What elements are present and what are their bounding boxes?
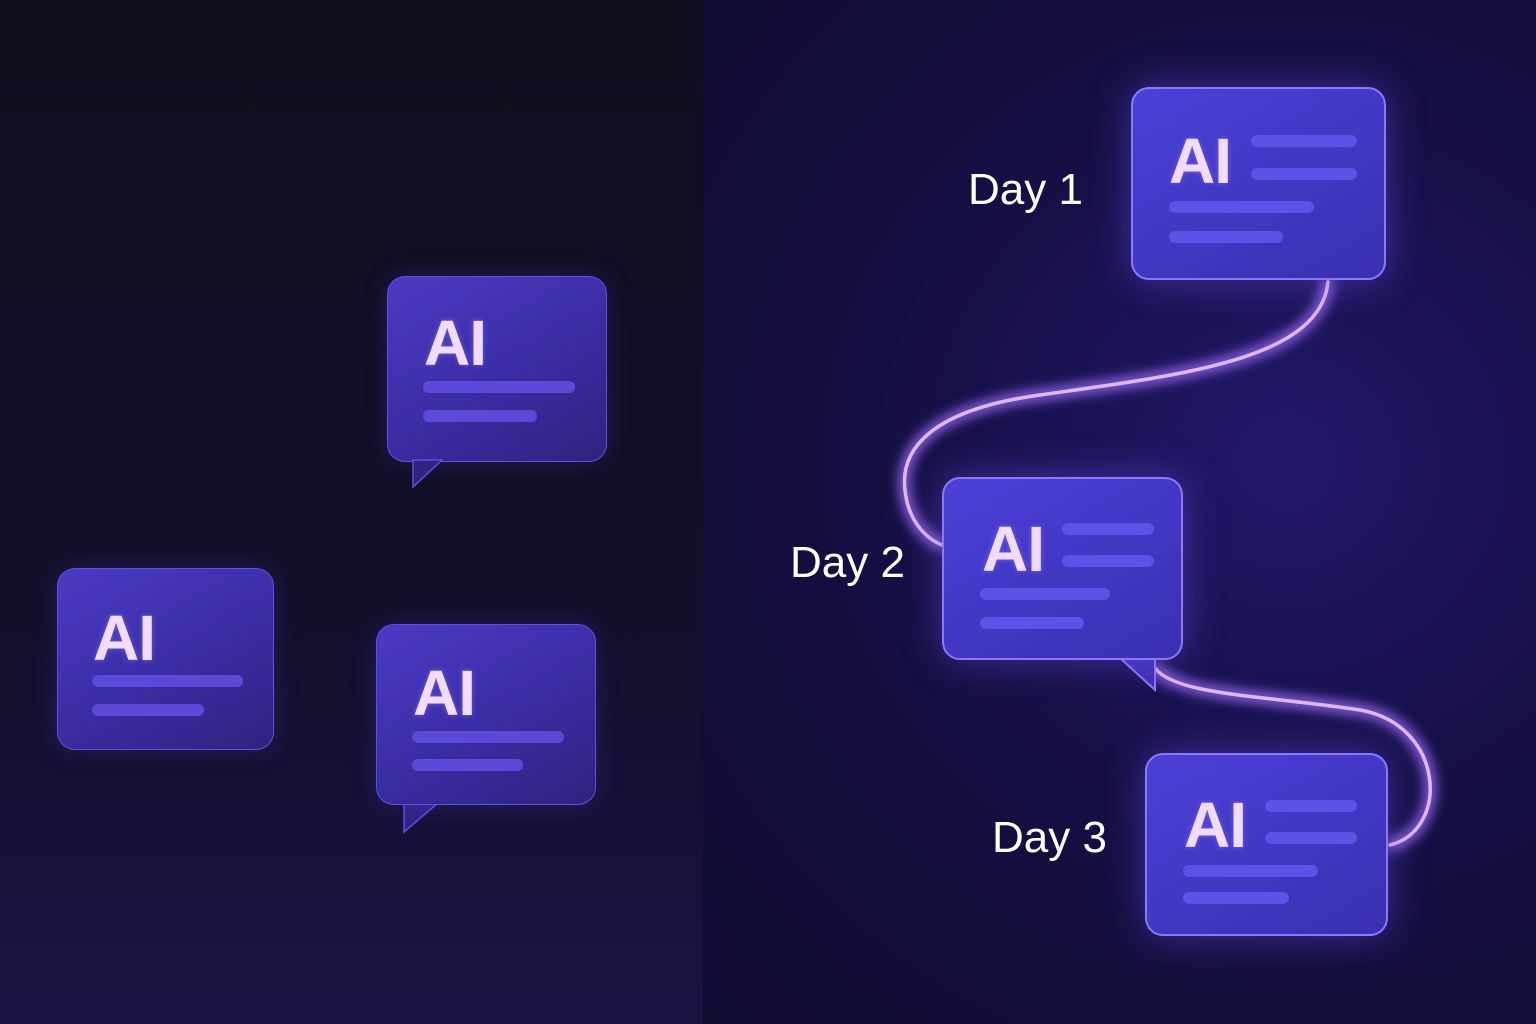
text-line <box>1169 231 1283 243</box>
text-line <box>92 675 243 687</box>
text-line <box>1062 555 1154 567</box>
ai-label: AI <box>982 513 1045 585</box>
ai-label: AI <box>413 657 476 729</box>
day-label: Day 1 <box>968 165 1083 214</box>
text-line <box>1265 800 1357 812</box>
text-line <box>1183 865 1318 877</box>
text-line <box>423 410 537 422</box>
text-line <box>423 381 575 393</box>
chat-bubble-day-2: AI <box>942 477 1183 660</box>
ai-label: AI <box>424 307 487 379</box>
text-line <box>1062 523 1154 535</box>
chat-bubble: AI <box>57 568 274 750</box>
chat-bubble-day-1: AI <box>1131 87 1386 280</box>
text-line <box>412 759 523 771</box>
left-panel-scattered: AI AI AI <box>0 0 703 1024</box>
text-line <box>980 617 1084 629</box>
text-line <box>1183 892 1289 904</box>
day-label: Day 2 <box>790 538 905 587</box>
text-line <box>1265 832 1357 844</box>
chat-bubble-day-3: AI <box>1145 753 1388 936</box>
text-line <box>1251 135 1357 147</box>
chat-bubble: AI <box>376 624 596 805</box>
text-line <box>412 731 564 743</box>
text-line <box>1169 201 1314 213</box>
chat-bubble: AI <box>387 276 607 462</box>
ai-label: AI <box>1169 125 1232 197</box>
ai-label: AI <box>1184 789 1247 861</box>
text-line <box>1251 168 1357 180</box>
text-line <box>92 704 204 716</box>
text-line <box>980 588 1110 600</box>
day-label: Day 3 <box>992 813 1107 862</box>
ai-label: AI <box>93 602 156 674</box>
